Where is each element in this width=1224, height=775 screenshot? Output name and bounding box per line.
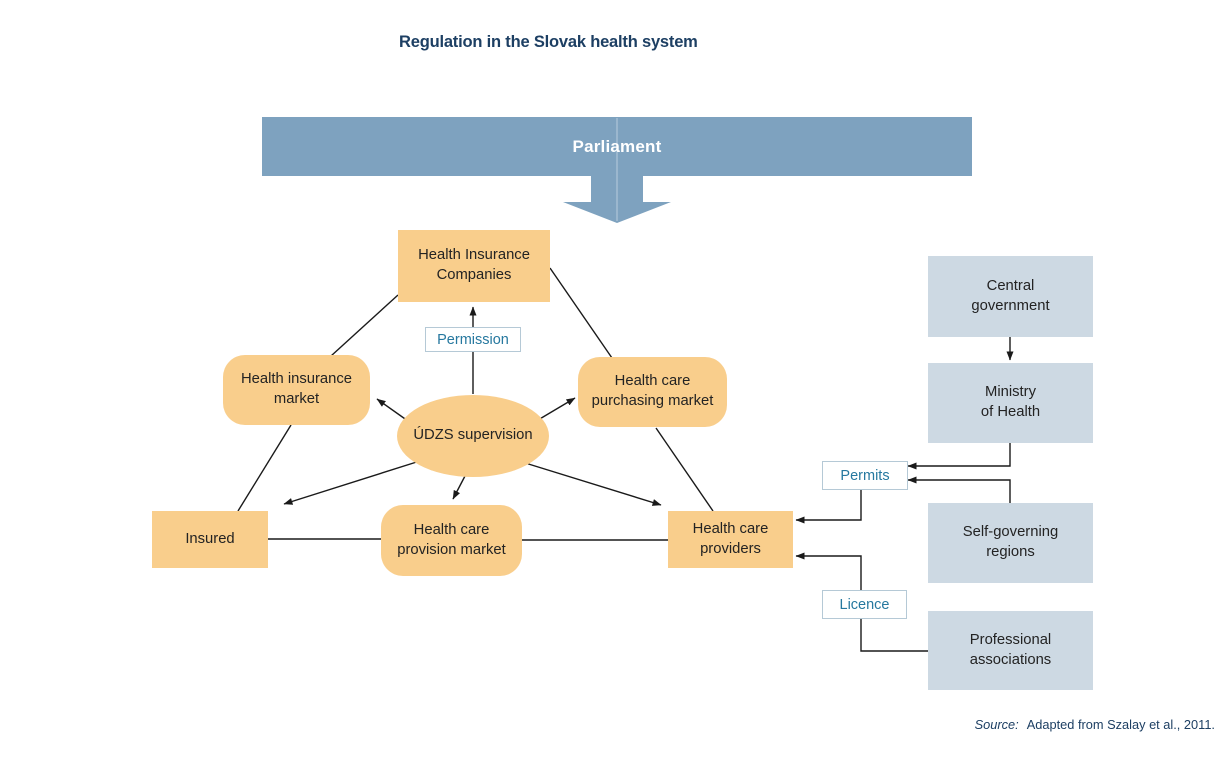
- parliament-banner: Parliament: [262, 117, 972, 176]
- source-note: Source: Adapted from Szalay et al., 2011.: [975, 717, 1215, 732]
- node-health-care-providers: Health care providers: [668, 511, 793, 568]
- figure-title: Regulation in the Slovak health system: [399, 33, 698, 51]
- gov-central-government: Central government: [928, 256, 1093, 337]
- gov-professional-associations: Professional associations: [928, 611, 1093, 690]
- node-health-care-provision-market: Health care provision market: [381, 505, 522, 576]
- source-text: Adapted from Szalay et al., 2011.: [1026, 717, 1215, 732]
- parliament-arrow-down-icon: [563, 176, 671, 223]
- tag-permission: Permission: [425, 327, 521, 352]
- node-health-insurance-market: Health insurance market: [223, 355, 370, 425]
- gov-ministry-of-health: Ministry of Health: [928, 363, 1093, 443]
- parliament-banner-label: Parliament: [572, 136, 662, 156]
- tag-licence: Licence: [822, 590, 907, 619]
- node-health-insurance-companies: Health Insurance Companies: [398, 230, 550, 302]
- node-insured: Insured: [152, 511, 268, 568]
- source-label: Source:: [974, 717, 1019, 732]
- gov-self-governing-regions: Self-governing regions: [928, 503, 1093, 583]
- node-health-care-purchasing-market: Health care purchasing market: [578, 357, 727, 427]
- node-udzs-supervision: ÚDZS supervision: [397, 395, 549, 477]
- tag-permits: Permits: [822, 461, 908, 490]
